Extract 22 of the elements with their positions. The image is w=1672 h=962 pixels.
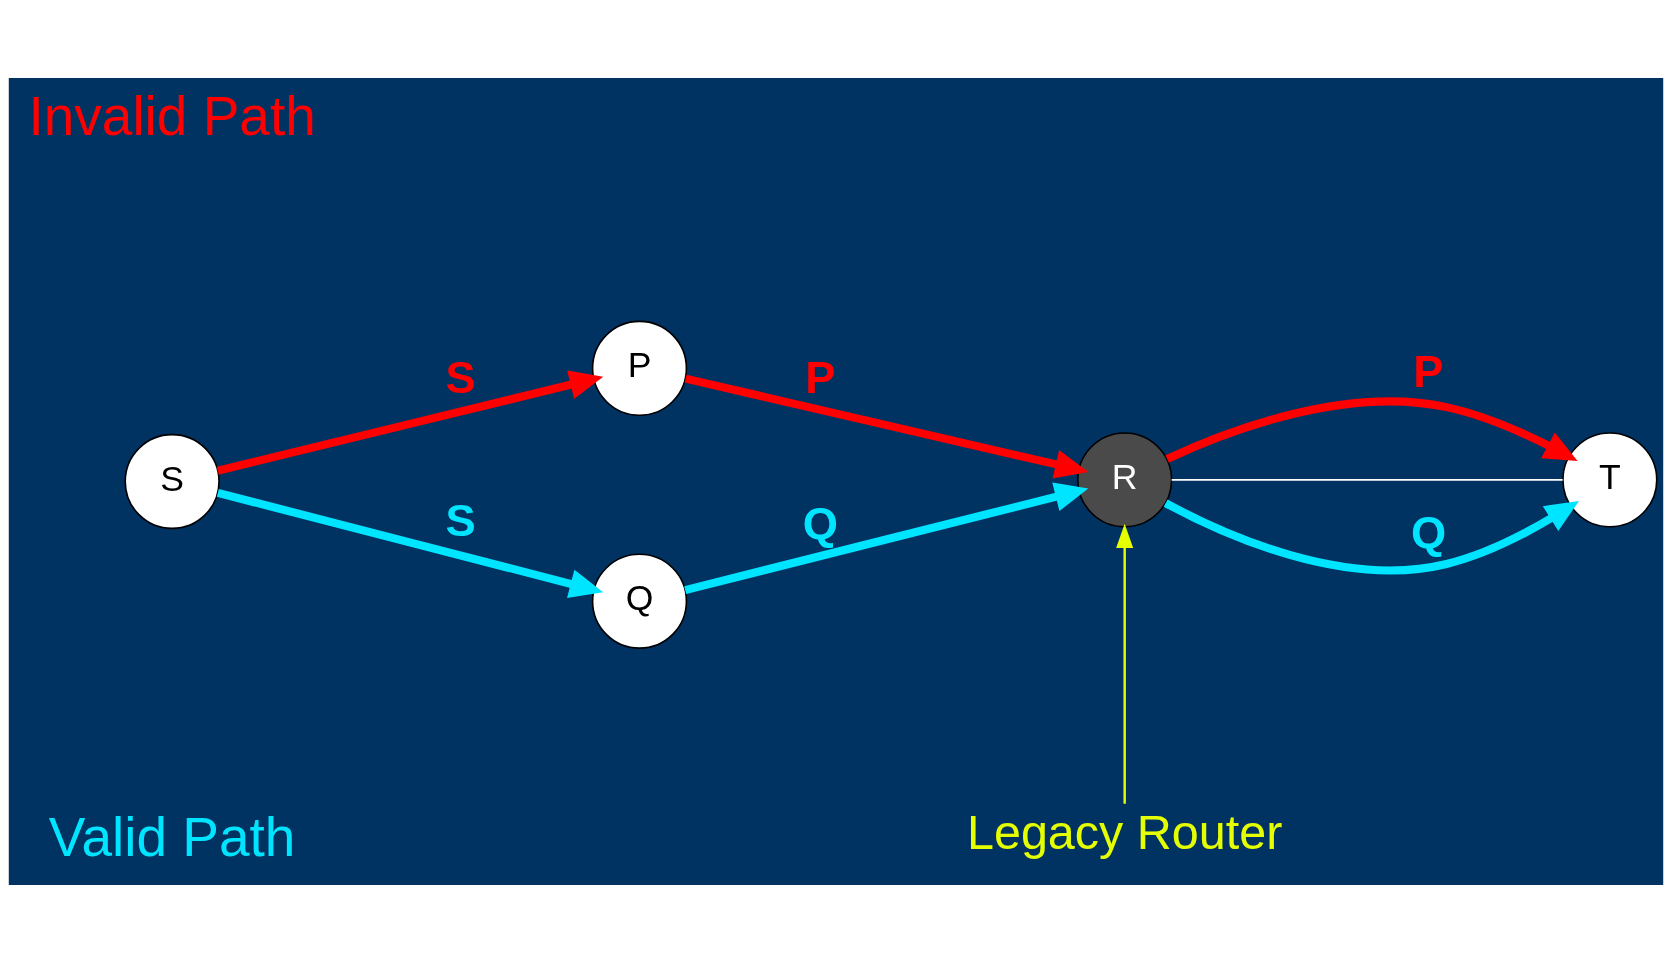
node-text: Legacy Router (966, 804, 1283, 859)
node-circle: T (1562, 431, 1658, 528)
label: Valid Path (48, 805, 296, 868)
edge-label: S (445, 351, 476, 403)
edge-label: S (445, 494, 476, 546)
node-circle: Q (591, 552, 688, 649)
edge-label: P (805, 351, 836, 403)
arrow (1116, 523, 1134, 804)
node-circle: R (1076, 431, 1173, 528)
arrow (684, 374, 1089, 479)
arrow (216, 488, 604, 598)
edge-label: Q (1410, 506, 1447, 558)
arrow (1165, 396, 1578, 463)
node-circle: S (124, 433, 220, 529)
arrow (1163, 499, 1579, 574)
edge-label: P (1413, 345, 1444, 397)
arrow (684, 482, 1089, 594)
edge-label: Q (802, 497, 839, 549)
label: Invalid Path (28, 84, 316, 147)
node-circle: P (591, 320, 688, 416)
arrow (216, 369, 604, 475)
connector (1170, 478, 1564, 481)
